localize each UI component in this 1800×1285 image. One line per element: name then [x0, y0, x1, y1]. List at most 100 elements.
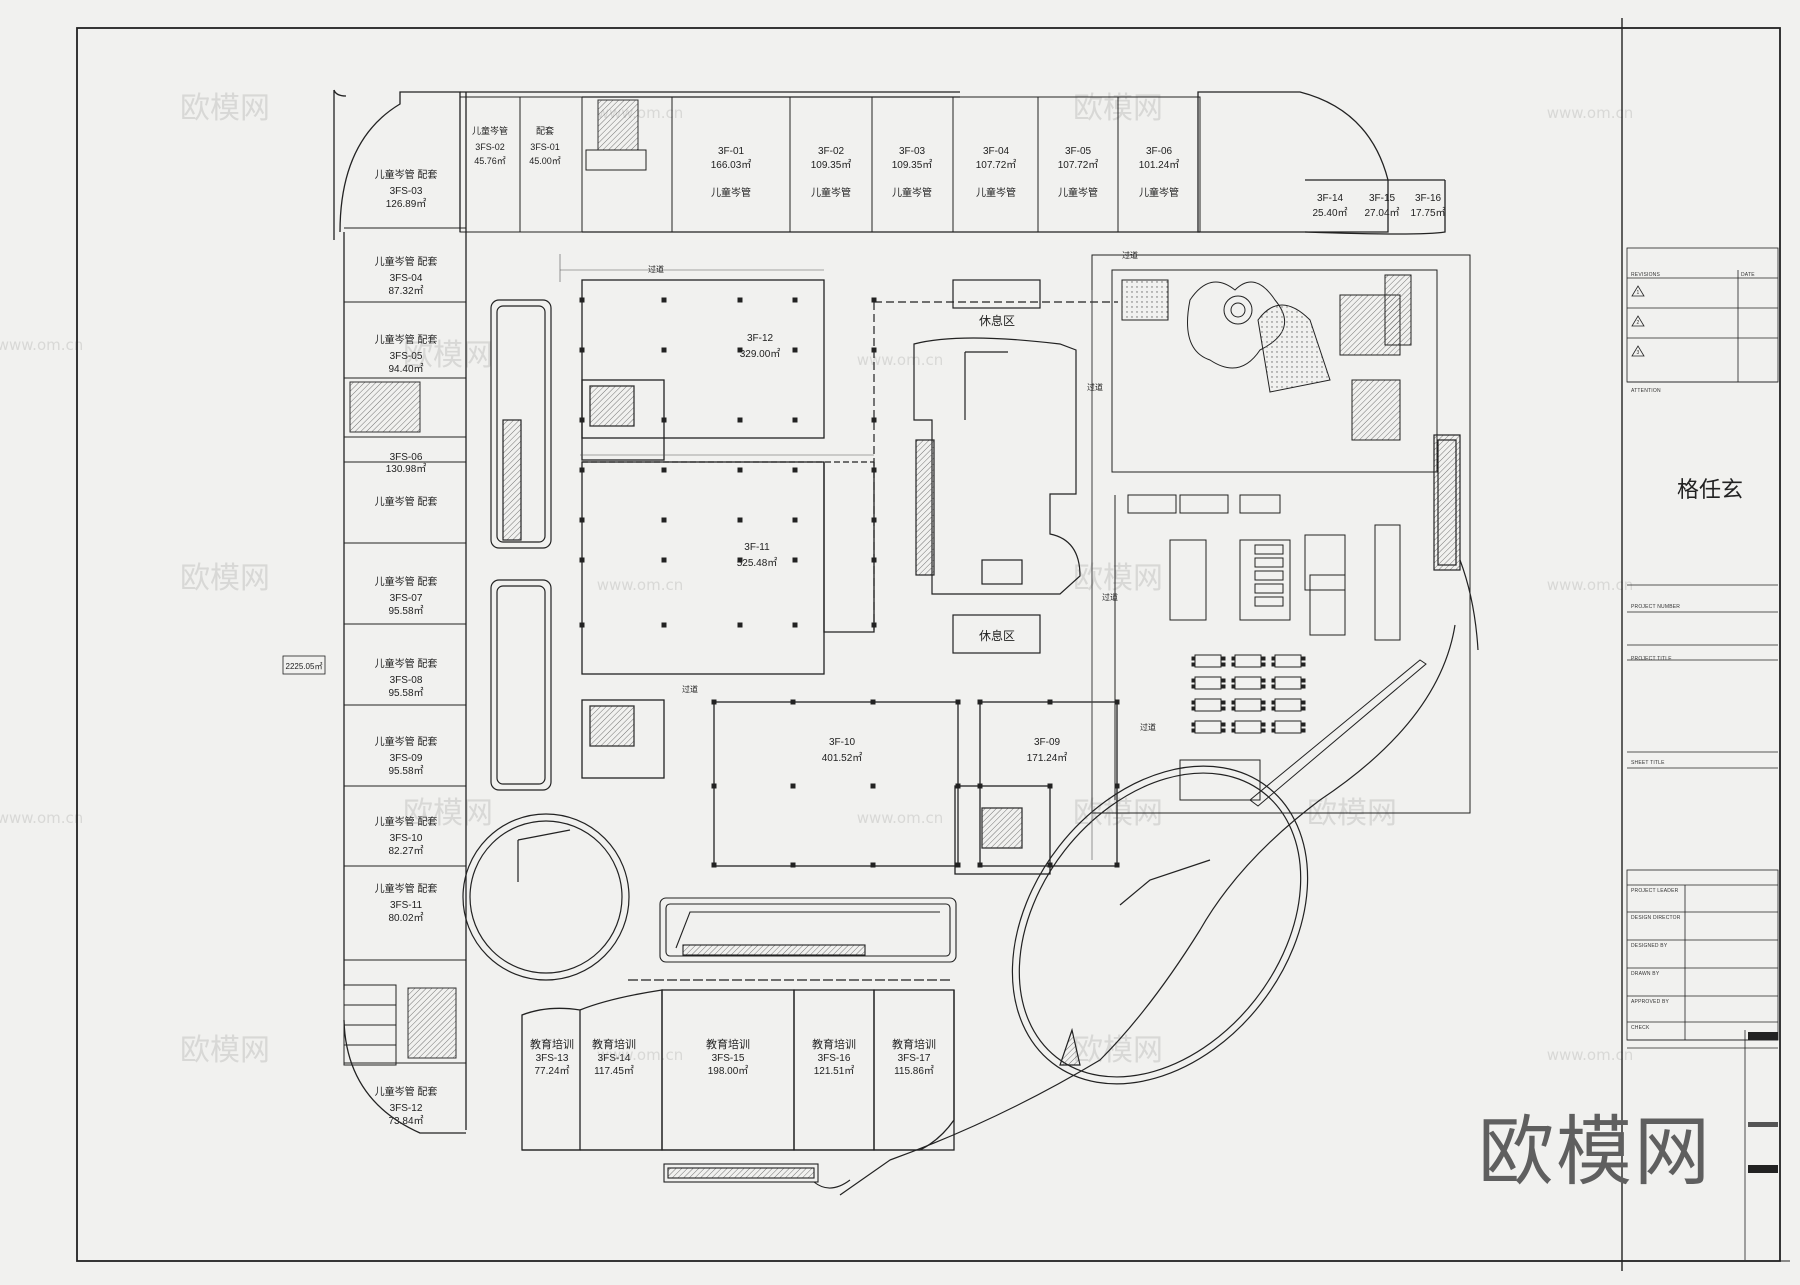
education-block: [521, 979, 955, 1151]
watermark-site: www.om.cn: [1547, 576, 1634, 594]
dining-table: [1194, 720, 1222, 734]
column-mark: [977, 699, 983, 705]
column-mark: [737, 347, 743, 353]
column-mark: [792, 297, 798, 303]
shop-area: 95.58㎡: [388, 687, 423, 699]
corridor-label: 过道: [1102, 592, 1118, 602]
dining-chair: [1191, 662, 1196, 667]
column-mark: [579, 467, 585, 473]
shop-use: 儿童岑管: [1058, 186, 1098, 199]
anchor-area: 329.00㎡: [740, 348, 781, 360]
dining-table: [1274, 654, 1302, 668]
shop-use: 儿童岑管 配套: [375, 333, 438, 346]
edu-area: 115.86㎡: [894, 1065, 934, 1077]
column-mark: [1047, 699, 1053, 705]
revision-number: 2: [1637, 320, 1640, 326]
shop-use: 儿童岑管 配套: [375, 168, 438, 181]
shop-area: 101.24㎡: [1139, 159, 1180, 171]
column-mark: [1114, 862, 1120, 868]
anchor-code: 3F-09: [1034, 737, 1061, 748]
shop-code: 3FS-01: [530, 142, 560, 152]
title-field-label: CHECK: [1631, 1025, 1650, 1031]
dining-chair: [1231, 656, 1236, 661]
dining-table: [1194, 676, 1222, 690]
title-block-bars: [1744, 1030, 1778, 1260]
column-mark: [870, 699, 876, 705]
booth-seat: [1254, 570, 1284, 581]
shop-code: 3FS-12: [390, 1103, 423, 1114]
dining-chair: [1221, 656, 1226, 661]
column-mark: [955, 862, 961, 868]
dining-table: [1274, 676, 1302, 690]
column-mark: [579, 557, 585, 563]
dining-chair: [1261, 656, 1266, 661]
column-mark: [711, 862, 717, 868]
edu-use: 教育培训: [706, 1037, 750, 1051]
dining-chair: [1221, 684, 1226, 689]
shop-use: 儿童岑管 配套: [375, 815, 438, 828]
shop-code: 3FS-02: [475, 142, 505, 152]
edu-code: 3FS-16: [818, 1053, 851, 1064]
shop-area: 94.40㎡: [388, 363, 423, 375]
shop-area: 109.35㎡: [892, 159, 933, 171]
anchor-area: 525.48㎡: [737, 557, 778, 569]
total-area-label: 2225.05㎡: [286, 662, 323, 671]
shop-code: 3F-16: [1415, 193, 1442, 204]
revision-number: 3: [1637, 350, 1640, 356]
column-mark: [737, 297, 743, 303]
edu-use: 教育培训: [812, 1037, 856, 1051]
column-mark: [661, 297, 667, 303]
corridor-label: 过道: [1122, 250, 1138, 260]
corridor-label: 过道: [648, 264, 664, 274]
watermark-site: www.om.cn: [0, 809, 83, 827]
title-field-label: PROJECT LEADER: [1631, 888, 1679, 894]
revision-triangle-icon: [1631, 345, 1645, 357]
dining-chair: [1261, 684, 1266, 689]
shop-use: 儿童岑管: [472, 125, 508, 136]
shop-area: 107.72㎡: [1058, 159, 1099, 171]
column-mark: [955, 699, 961, 705]
title-block: [1626, 247, 1779, 1049]
column-mark: [792, 417, 798, 423]
shop-code: 3FS-04: [390, 273, 423, 284]
rest-area-label: 休息区: [979, 313, 1015, 328]
shop-code: 3F-15: [1369, 193, 1396, 204]
column-mark: [579, 517, 585, 523]
column-mark: [977, 862, 983, 868]
column-mark: [871, 622, 877, 628]
watermark-site: www.om.cn: [857, 351, 944, 369]
shop-code: 3F-04: [983, 146, 1010, 157]
dining-chair: [1191, 706, 1196, 711]
project-number-label: PROJECT NUMBER: [1631, 604, 1680, 610]
column-mark: [579, 347, 585, 353]
dining-chair: [1301, 678, 1306, 683]
shop-area: 95.58㎡: [388, 605, 423, 617]
dining-chair: [1271, 656, 1276, 661]
dining-chair: [1261, 700, 1266, 705]
column-mark: [870, 783, 876, 789]
client-name: 格任玄: [1677, 478, 1744, 503]
shop-use: 儿童岑管 配套: [375, 735, 438, 748]
column-mark: [661, 517, 667, 523]
title-field-label: APPROVED BY: [1631, 999, 1670, 1005]
dining-chair: [1231, 700, 1236, 705]
edu-code: 3FS-17: [898, 1053, 931, 1064]
anchor-code: 3F-10: [829, 737, 856, 748]
booth-seat: [1254, 557, 1284, 568]
shop-code: 3F-06: [1146, 146, 1173, 157]
shop-area: 87.32㎡: [388, 285, 423, 297]
dining-chair: [1301, 684, 1306, 689]
dining-chair: [1221, 700, 1226, 705]
dining-chair: [1261, 678, 1266, 683]
shop-area: 45.76㎡: [474, 156, 506, 166]
dining-chair: [1271, 722, 1276, 727]
title-field-label: DRAWN BY: [1631, 971, 1660, 977]
column-mark: [792, 557, 798, 563]
column-mark: [1047, 862, 1053, 868]
title-field-label: DESIGN DIRECTOR: [1631, 915, 1681, 921]
shop-code: 3FS-11: [390, 900, 422, 911]
dining-chair: [1261, 722, 1266, 727]
